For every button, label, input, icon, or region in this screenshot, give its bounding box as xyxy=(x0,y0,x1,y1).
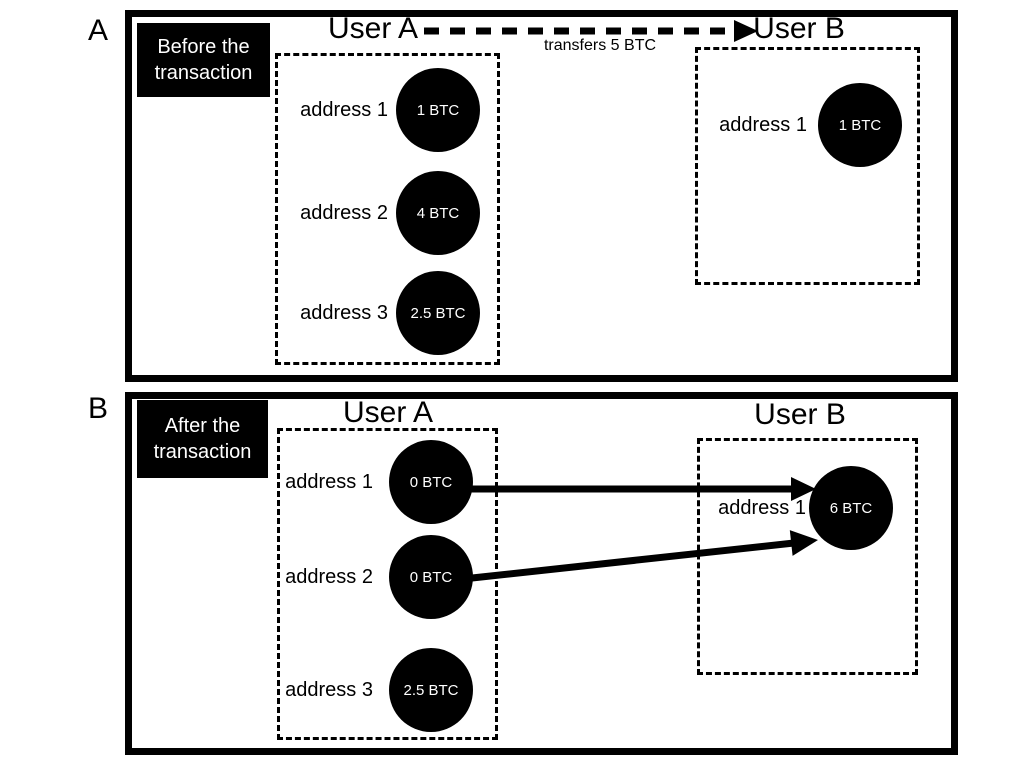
btc-amount-circle: 6 BTC xyxy=(809,466,893,550)
panel-b-user-b-title: User B xyxy=(754,398,846,431)
panel-b-after: After the transaction User A User B addr… xyxy=(125,392,958,755)
address-label: address 1 xyxy=(300,99,388,121)
address-label: address 2 xyxy=(300,202,388,224)
address-label: address 3 xyxy=(300,302,388,324)
address-label: address 1 xyxy=(718,497,806,519)
stage-line-1: After the xyxy=(164,415,241,437)
stage-line-2: transaction xyxy=(154,62,253,84)
panel-b-user-b-wallet-box xyxy=(697,438,918,675)
btc-amount: 2.5 BTC xyxy=(403,681,459,699)
btc-amount: 1 BTC xyxy=(838,116,882,134)
panel-a-user-b-wallet-box xyxy=(695,47,920,285)
btc-amount-circle: 2.5 BTC xyxy=(389,648,473,732)
btc-amount-circle: 0 BTC xyxy=(389,440,473,524)
btc-amount: 1 BTC xyxy=(416,101,460,119)
panel-a-letter: A xyxy=(88,14,109,47)
address-label: address 1 xyxy=(285,471,373,493)
panel-b-letter: B xyxy=(88,392,109,425)
panel-a-user-b-title: User B xyxy=(753,12,845,45)
btc-amount: 0 BTC xyxy=(409,473,453,491)
btc-amount: 6 BTC xyxy=(829,499,873,517)
btc-amount-circle: 1 BTC xyxy=(818,83,902,167)
btc-amount-circle: 0 BTC xyxy=(389,535,473,619)
panel-a-user-a-title: User A xyxy=(327,12,419,45)
address-label: address 3 xyxy=(285,679,373,701)
panel-a-user-a-wallet-box xyxy=(275,53,500,365)
btc-amount: 2.5 BTC xyxy=(410,304,466,322)
stage-line-2: transaction xyxy=(153,441,252,463)
address-label: address 2 xyxy=(285,566,373,588)
stage-line-1: Before the xyxy=(157,36,250,58)
btc-amount-circle: 1 BTC xyxy=(396,68,480,152)
transfer-caption: transfers 5 BTC xyxy=(543,37,657,54)
panel-b-user-a-wallet-box xyxy=(277,428,498,740)
btc-amount: 0 BTC xyxy=(409,568,453,586)
btc-amount: 4 BTC xyxy=(416,204,460,222)
btc-amount-circle: 2.5 BTC xyxy=(396,271,480,355)
panel-b-user-a-title: User A xyxy=(342,396,434,429)
btc-amount-circle: 4 BTC xyxy=(396,171,480,255)
stage-label-before: Before the transaction xyxy=(137,23,270,97)
stage-label-after: After the transaction xyxy=(137,400,268,478)
panel-a-before: Before the transaction User A User B tra… xyxy=(125,10,958,382)
address-label: address 1 xyxy=(719,114,807,136)
